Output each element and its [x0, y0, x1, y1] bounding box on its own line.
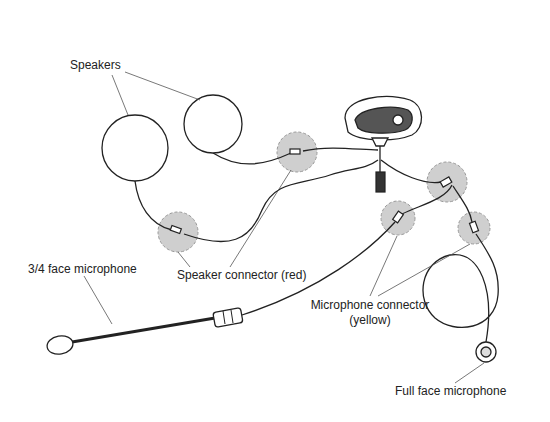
boom-microphone	[46, 308, 243, 356]
speakers-label: Speakers	[70, 58, 121, 73]
wires	[135, 140, 498, 342]
speakers	[102, 95, 242, 181]
speaker-connector-label: Speaker connector (red)	[177, 268, 306, 283]
full-face-microphone	[476, 342, 496, 362]
intercom-unit	[345, 97, 422, 146]
leader-lines	[84, 72, 484, 383]
full-face-microphone-label: Full face microphone	[395, 384, 506, 399]
microphone-connector-label: Microphone connector (yellow)	[300, 298, 440, 328]
boom-microphone-label: 3/4 face microphone	[28, 262, 137, 277]
